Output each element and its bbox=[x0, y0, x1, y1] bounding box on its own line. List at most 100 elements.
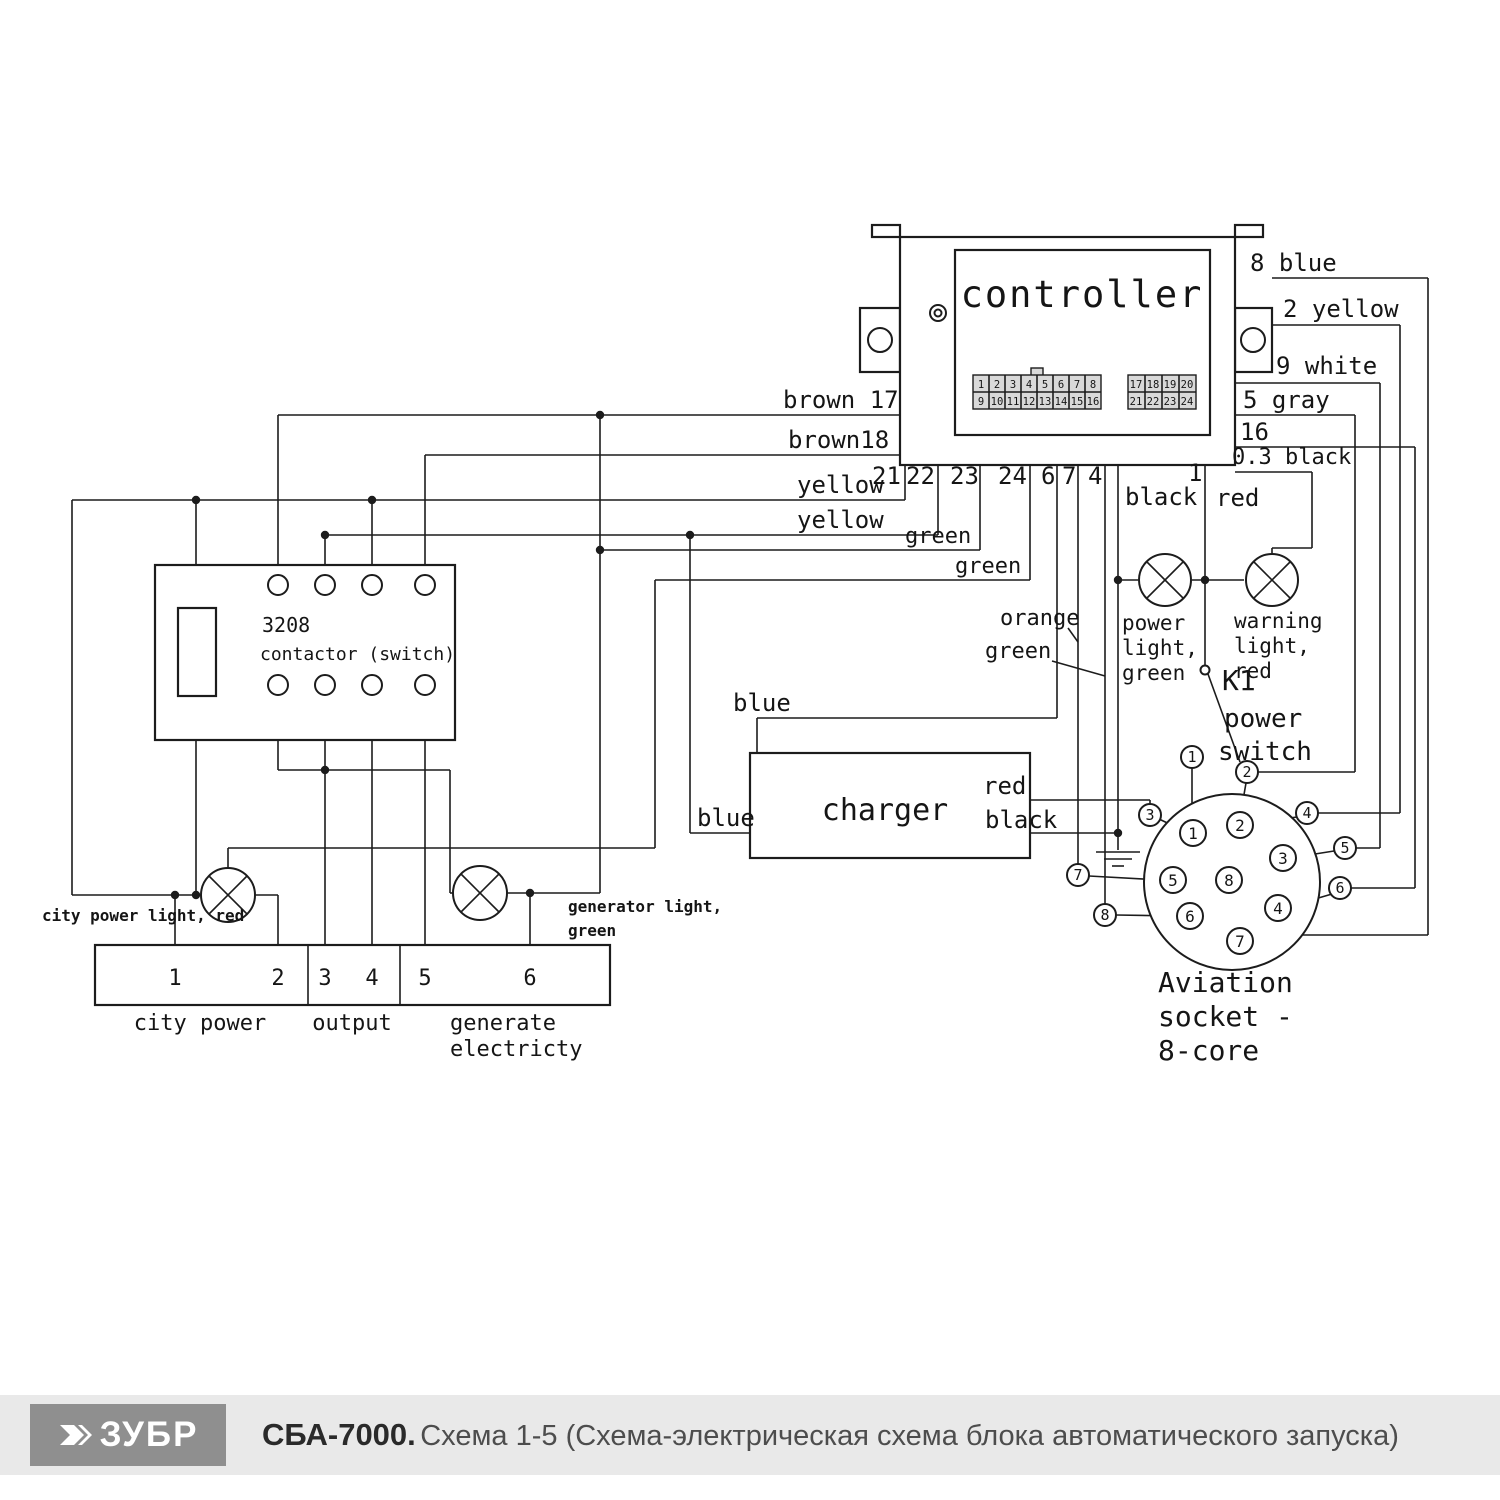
contact-terminal bbox=[267, 674, 289, 696]
terminal-strip-body bbox=[93, 943, 612, 1007]
pin-number: 8 bbox=[1090, 379, 1096, 391]
socket-pin bbox=[1176, 902, 1204, 930]
socket-pin bbox=[1226, 811, 1254, 839]
label-terminal-4: 4 bbox=[1088, 462, 1102, 490]
label-red: red bbox=[1216, 484, 1259, 512]
switch-k1-label: K1 bbox=[1222, 664, 1256, 697]
terminal-number: 2 bbox=[271, 966, 284, 991]
contactor-label: contactor (switch) bbox=[260, 644, 455, 665]
switch-pivot bbox=[1199, 664, 1211, 676]
wire-number-badge bbox=[1328, 876, 1352, 900]
contact-terminal bbox=[414, 574, 436, 596]
socket-caption: 8-core bbox=[1158, 1034, 1259, 1067]
wire-number: 5 bbox=[1340, 839, 1349, 857]
footer-caption: СБА-7000. Схема 1-5 (Схема-электрическая… bbox=[262, 1417, 1399, 1453]
terminal-number: 6 bbox=[523, 966, 536, 991]
socket-pin-number: 2 bbox=[1235, 816, 1245, 835]
switch-contact-2-number: 2 bbox=[1242, 763, 1251, 781]
label-03-black: 0.3 black bbox=[1232, 445, 1351, 470]
group-label-output: output bbox=[312, 1011, 391, 1036]
pin-number: 13 bbox=[1039, 396, 1052, 408]
switch-label: power bbox=[1224, 704, 1302, 734]
socket-caption: socket - bbox=[1158, 1000, 1293, 1033]
wire-lines bbox=[71, 277, 1429, 945]
pin-number: 3 bbox=[1010, 379, 1016, 391]
model-name: СБА-7000. bbox=[262, 1417, 416, 1452]
warning-lamp-label: red bbox=[1234, 659, 1272, 683]
label-black: black bbox=[1125, 483, 1198, 511]
charger-black-label: black bbox=[985, 806, 1058, 834]
pin-number: 1 bbox=[978, 379, 984, 391]
label-blue: blue bbox=[733, 689, 791, 717]
socket-pin-number: 4 bbox=[1273, 899, 1283, 918]
indicator-lamps: city power light, red generator light, g… bbox=[42, 553, 1323, 940]
generator-lamp-label: green bbox=[568, 921, 616, 940]
wire-number: 7 bbox=[1073, 866, 1082, 884]
label-wire-1: 1 bbox=[1188, 459, 1202, 487]
screw-hole-inner-icon bbox=[933, 308, 943, 318]
pin-number: 10 bbox=[991, 396, 1004, 408]
pin-number: 11 bbox=[1007, 396, 1020, 408]
warning-lamp-label: warning bbox=[1234, 609, 1323, 633]
contactor-model: 3208 bbox=[262, 613, 310, 637]
wire-number-badge bbox=[1333, 836, 1357, 860]
label-5-gray: 5 gray bbox=[1243, 386, 1330, 414]
wire-number-badge bbox=[1093, 903, 1117, 927]
wire-number-badge bbox=[1138, 803, 1162, 827]
charger-body bbox=[748, 751, 1032, 860]
pin-number: 12 bbox=[1023, 396, 1036, 408]
label-brown-17: brown 17 bbox=[783, 386, 899, 414]
socket-pin bbox=[1226, 927, 1254, 955]
label-2-yellow: 2 yellow bbox=[1283, 295, 1399, 323]
switch-contact-1-number: 1 bbox=[1187, 748, 1196, 766]
pin-number: 23 bbox=[1164, 396, 1177, 408]
label-terminal-6: 6 bbox=[1041, 462, 1055, 490]
switch-contact-2 bbox=[1235, 760, 1259, 784]
charger-title: charger bbox=[822, 793, 948, 828]
pin-number: 9 bbox=[978, 396, 984, 408]
label-green: green bbox=[985, 639, 1051, 664]
label-orange: orange bbox=[1000, 606, 1079, 631]
label-green: green bbox=[955, 554, 1021, 579]
contact-terminal bbox=[314, 574, 336, 596]
socket-pin bbox=[1264, 894, 1292, 922]
power-lamp-label: green bbox=[1122, 661, 1185, 685]
junction-dots bbox=[170, 410, 1210, 900]
socket-pin-number: 6 bbox=[1185, 907, 1195, 926]
pin-number: 17 bbox=[1130, 379, 1143, 391]
contactor: 3208 contactor (switch) bbox=[153, 563, 457, 742]
warning-lamp-label: light, bbox=[1234, 634, 1310, 658]
scheme-title: Схема 1-5 (Схема-электрическая схема бло… bbox=[420, 1420, 1399, 1452]
terminal-number: 3 bbox=[318, 966, 331, 991]
zubr-logo-icon bbox=[59, 1425, 92, 1445]
switch-label: switch bbox=[1218, 737, 1312, 767]
controller-box: controller 1 2 3 4 5 6 7 8 9 10 11 12 13… bbox=[858, 223, 1274, 467]
brand-logo: ЗУБР bbox=[30, 1404, 226, 1466]
aviation-socket: 1 2 3 5 8 4 6 7 3 4 5 6 7 8 Aviation soc… bbox=[1066, 793, 1357, 1067]
socket-pin bbox=[1179, 819, 1207, 847]
label-16: 16 bbox=[1240, 418, 1269, 446]
contact-terminal bbox=[267, 574, 289, 596]
contact-terminal bbox=[361, 574, 383, 596]
pin-number: 20 bbox=[1181, 379, 1194, 391]
controller-ear-left bbox=[870, 223, 902, 239]
wire-number-badge bbox=[1066, 863, 1090, 887]
mounting-hole-right bbox=[1240, 327, 1266, 353]
socket-pin bbox=[1269, 844, 1297, 872]
pin-number: 18 bbox=[1147, 379, 1160, 391]
contact-terminal bbox=[414, 674, 436, 696]
pin-number: 2 bbox=[994, 379, 1000, 391]
socket-pin bbox=[1159, 866, 1187, 894]
terminal-number: 4 bbox=[365, 966, 378, 991]
label-terminal-23: 23 bbox=[950, 462, 979, 490]
wire-number: 3 bbox=[1145, 806, 1154, 824]
wire-number: 6 bbox=[1335, 879, 1344, 897]
pin-number: 16 bbox=[1087, 396, 1100, 408]
pin-number: 5 bbox=[1042, 379, 1048, 391]
socket-pin-number: 8 bbox=[1224, 871, 1234, 890]
label-yellow: yellow bbox=[797, 506, 884, 534]
socket-pin bbox=[1215, 866, 1243, 894]
city-power-lamp-label: city power light, red bbox=[42, 906, 244, 925]
